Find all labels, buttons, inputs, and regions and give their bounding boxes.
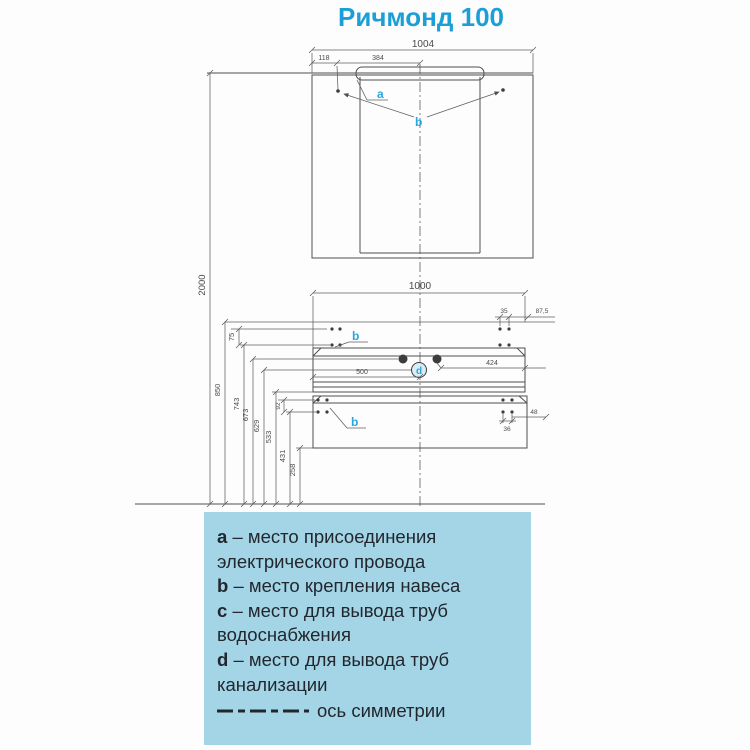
legend-item-c: c – место для вывода труб водоснабжения [217, 599, 521, 648]
marker-a: a [377, 87, 384, 101]
dim-h743: 743 [232, 398, 241, 411]
dim-bracket-rows-top: 75 [227, 333, 236, 341]
dimension-ticks [206, 46, 550, 508]
marker-b-middle: b [352, 329, 359, 343]
lamp [355, 66, 485, 81]
dim-h850: 850 [213, 384, 222, 397]
legend-item-b: b – место крепления навеса [217, 574, 521, 599]
marker-b-bottom: b [351, 415, 358, 429]
dim-bottom-bracket-gap: 36 [503, 426, 511, 433]
dim-h629: 629 [252, 420, 261, 433]
washbasin-cabinet: 1000 d 424 500 b [227, 281, 555, 393]
dim-bracket-rows-bottom: 92 [275, 402, 282, 410]
dim-top-bracket-gap: 35 [500, 308, 508, 315]
dim-h431: 431 [278, 450, 287, 463]
dim-h533: 533 [264, 431, 273, 444]
legend-text-c: – место для вывода труб водоснабжения [217, 599, 449, 646]
water-supply-point [432, 354, 442, 364]
legend-item-symmetry: ось симметрии [217, 699, 521, 724]
legend-key-c: c [217, 599, 228, 621]
legend-symmetry-label: ось симметрии [317, 700, 446, 722]
dim-lamp-half: 384 [372, 55, 384, 62]
technical-drawing: 1004 118 384 a b 1000 [135, 39, 555, 508]
legend-key-b: b [217, 575, 229, 597]
dim-lamp-left: 118 [318, 55, 329, 62]
legend-box: a – место присоединения электрического п… [204, 512, 531, 745]
marker-b-top: b [415, 115, 422, 129]
legend-item-a: a – место присоединения электрического п… [217, 525, 521, 574]
symmetry-axis-symbol [217, 709, 309, 713]
dim-total-height: 2000 [197, 274, 208, 295]
height-dimensions: 2000 850 743 673 629 533 431 258 [197, 73, 555, 504]
dim-cabinet-width: 1000 [409, 281, 432, 292]
dim-bottom-bracket-edge: 48 [530, 409, 538, 416]
legend-text-d: – место для вывода труб канализации [217, 648, 450, 695]
page-title: Ричмонд 100 [337, 2, 505, 32]
dim-h258: 258 [288, 464, 297, 477]
legend-text-b: – место крепления навеса [233, 575, 461, 597]
legend-item-d: d – место для вывода труб канализации [217, 648, 521, 697]
legend-text-a: – место присоединения электрического про… [217, 526, 437, 572]
legend-key-a: a [217, 526, 228, 547]
water-supply-point [398, 354, 408, 364]
dim-supply-center: 500 [356, 369, 368, 376]
upper-dimensions: 1004 118 384 a b [311, 39, 534, 129]
dim-mirror-width: 1004 [412, 39, 435, 50]
marker-d: d [416, 366, 422, 377]
dim-h673: 673 [241, 409, 250, 422]
dim-drain-offset: 424 [486, 360, 498, 367]
lower-cabinet: 92 b 36 48 [275, 395, 546, 449]
mirror-cabinet [207, 66, 534, 259]
legend-key-d: d [217, 648, 229, 670]
dim-top-bracket-edge: 87,5 [536, 308, 549, 315]
